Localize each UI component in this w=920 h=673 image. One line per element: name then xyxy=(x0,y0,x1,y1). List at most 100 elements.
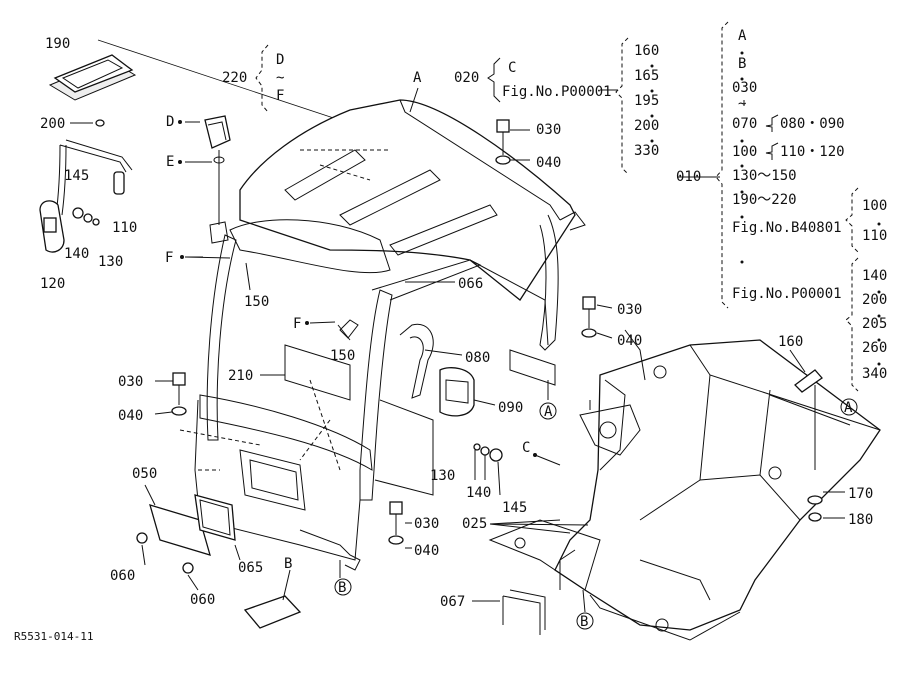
label-020: 020 xyxy=(454,70,479,86)
label-b-circ-1: B xyxy=(338,580,346,596)
part-labels: 190 200 220 D ~ F A 020 C Fig.No.P00001 … xyxy=(14,28,887,643)
label-200: 200 xyxy=(40,116,65,132)
label-f-bot: F xyxy=(276,88,284,104)
label-f-mark-2: F xyxy=(293,316,301,332)
label-067: 067 xyxy=(440,594,465,610)
label-140b: 140 xyxy=(466,485,491,501)
label-040b: 040 xyxy=(617,333,642,349)
label-b-circ-2: B xyxy=(580,614,588,630)
part-d-lamp xyxy=(204,115,231,244)
circle-b-1 xyxy=(334,578,352,596)
part-mirror-assembly xyxy=(39,139,133,253)
label-d-mark: D xyxy=(166,114,174,130)
cab-frame xyxy=(97,39,586,571)
label-030c: 030 xyxy=(118,374,143,390)
label-150a: 150 xyxy=(244,294,269,310)
label-060a: 060 xyxy=(110,568,135,584)
part-b-plate xyxy=(243,595,302,629)
label-g195: 195 xyxy=(634,93,659,109)
part-140-right xyxy=(480,446,490,456)
label-g200b: 200 xyxy=(862,292,887,308)
label-066: 066 xyxy=(458,276,483,292)
label-a-circ-1: A xyxy=(544,404,553,420)
label-r-110-120: 110・120 xyxy=(780,144,845,160)
label-g260: 260 xyxy=(862,340,887,356)
label-r-190-220: 190～220 xyxy=(732,192,797,208)
label-145a: 145 xyxy=(64,168,89,184)
label-110: 110 xyxy=(112,220,137,236)
label-g340: 340 xyxy=(862,366,887,382)
label-g140: 140 xyxy=(862,268,887,284)
label-r-a: A xyxy=(738,28,747,44)
label-190: 190 xyxy=(45,36,70,52)
label-r-030: 030 xyxy=(732,80,757,96)
label-r-010: 010 xyxy=(676,169,701,185)
label-g330: 330 xyxy=(634,143,659,159)
circle-a-1 xyxy=(539,402,557,420)
label-g165: 165 xyxy=(634,68,659,84)
label-a-top: A xyxy=(413,70,422,86)
label-g110: 110 xyxy=(862,228,887,244)
floor-frame xyxy=(488,329,881,641)
label-r-tilde: ~ xyxy=(738,96,746,112)
part-190-cover xyxy=(48,54,137,101)
label-040c: 040 xyxy=(118,408,143,424)
label-150b: 150 xyxy=(330,348,355,364)
label-r-b: B xyxy=(738,56,746,72)
label-050: 050 xyxy=(132,466,157,482)
label-r-130-150: 130～150 xyxy=(732,168,797,184)
label-030d: 030 xyxy=(414,516,439,532)
part-180 xyxy=(808,512,822,522)
part-130-right xyxy=(473,443,481,451)
label-r-080-090: 080・090 xyxy=(780,116,845,132)
label-g200: 200 xyxy=(634,118,659,134)
part-bolt-top xyxy=(495,119,511,165)
label-r-100: 100 xyxy=(732,144,757,160)
label-r-070: 070 xyxy=(732,116,757,132)
label-180: 180 xyxy=(848,512,873,528)
part-bolt-left xyxy=(171,372,187,416)
label-080: 080 xyxy=(465,350,490,366)
label-160: 160 xyxy=(778,334,803,350)
label-g100: 100 xyxy=(862,198,887,214)
label-220: 220 xyxy=(222,70,247,86)
list-dots xyxy=(650,51,881,366)
label-065: 065 xyxy=(238,560,263,576)
label-e-mark: E xyxy=(166,154,174,170)
grouping-braces xyxy=(255,21,859,392)
part-bolt-mid xyxy=(581,296,597,338)
leader-dots xyxy=(178,120,537,457)
label-210: 210 xyxy=(228,368,253,384)
circle-b-2 xyxy=(576,612,594,630)
label-b-mark: B xyxy=(284,556,292,572)
label-170: 170 xyxy=(848,486,873,502)
label-130b: 130 xyxy=(430,468,455,484)
part-160 xyxy=(794,369,823,393)
circle-a-2 xyxy=(840,398,858,416)
label-tilde: ~ xyxy=(276,70,284,86)
part-050-065 xyxy=(136,494,236,574)
label-g160: 160 xyxy=(634,43,659,59)
leader-lines xyxy=(70,87,845,613)
part-bolt-low xyxy=(388,501,404,545)
label-145b: 145 xyxy=(502,500,527,516)
part-200-clip xyxy=(95,119,105,127)
part-145-right xyxy=(489,448,503,462)
label-a-circ-2: A xyxy=(844,400,853,416)
label-r-fig-b40801: Fig.No.B40801 xyxy=(732,220,842,236)
label-025: 025 xyxy=(462,516,487,532)
label-030b: 030 xyxy=(617,302,642,318)
label-r-fig-p00001: Fig.No.P00001 xyxy=(732,286,842,302)
label-090: 090 xyxy=(498,400,523,416)
label-c-mark: C xyxy=(522,440,530,456)
label-fig-p00001-left: Fig.No.P00001 xyxy=(502,84,612,100)
footer-code: R5531-014-11 xyxy=(14,630,93,643)
label-c-top: C xyxy=(508,60,516,76)
label-d-top: D xyxy=(276,52,284,68)
part-170 xyxy=(807,495,823,505)
label-060b: 060 xyxy=(190,592,215,608)
label-030a: 030 xyxy=(536,122,561,138)
label-f-mark-1: F xyxy=(165,250,173,266)
